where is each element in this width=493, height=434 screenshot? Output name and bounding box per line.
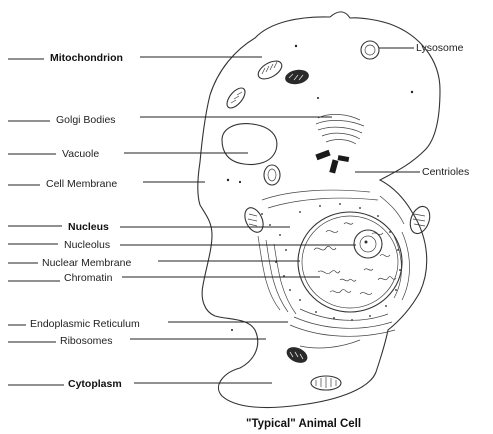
label-nuclear-membrane: Nuclear Membrane	[42, 257, 131, 269]
nucleolus	[354, 230, 382, 258]
centrioles	[315, 150, 349, 174]
nucleus	[298, 212, 402, 312]
golgi-bodies	[316, 114, 364, 144]
label-golgi-bodies: Golgi Bodies	[56, 114, 116, 126]
mitochondrion-upper	[255, 57, 285, 82]
label-endoplasmic-reticulum: Endoplasmic Reticulum	[30, 318, 140, 330]
mitochondrion-bottom	[311, 376, 341, 390]
lysosome	[361, 41, 379, 59]
label-centrioles: Centrioles	[422, 166, 469, 178]
nuclear-membrane	[298, 212, 402, 312]
label-nucleolus: Nucleolus	[64, 239, 110, 251]
label-nucleus: Nucleus	[68, 221, 109, 233]
ribosomes	[227, 45, 413, 331]
mitochondrion-left	[224, 85, 249, 111]
label-cytoplasm: Cytoplasm	[68, 378, 122, 390]
label-chromatin: Chromatin	[64, 272, 113, 284]
chromatin	[314, 223, 396, 295]
label-lysosome: Lysosome	[416, 42, 464, 54]
vacuole-small	[264, 165, 280, 185]
label-cell-membrane: Cell Membrane	[46, 178, 117, 190]
label-mitochondrion: Mitochondrion	[50, 52, 123, 64]
mitochondrion-dark-1	[284, 68, 310, 86]
endoplasmic-reticulum	[258, 190, 410, 348]
mitochondrion-left-2	[241, 205, 266, 235]
label-vacuole: Vacuole	[62, 148, 99, 160]
mitochondrion-right	[407, 204, 433, 236]
label-ribosomes: Ribosomes	[60, 335, 113, 347]
diagram-caption: "Typical" Animal Cell	[246, 418, 361, 430]
vacuole	[222, 124, 277, 165]
